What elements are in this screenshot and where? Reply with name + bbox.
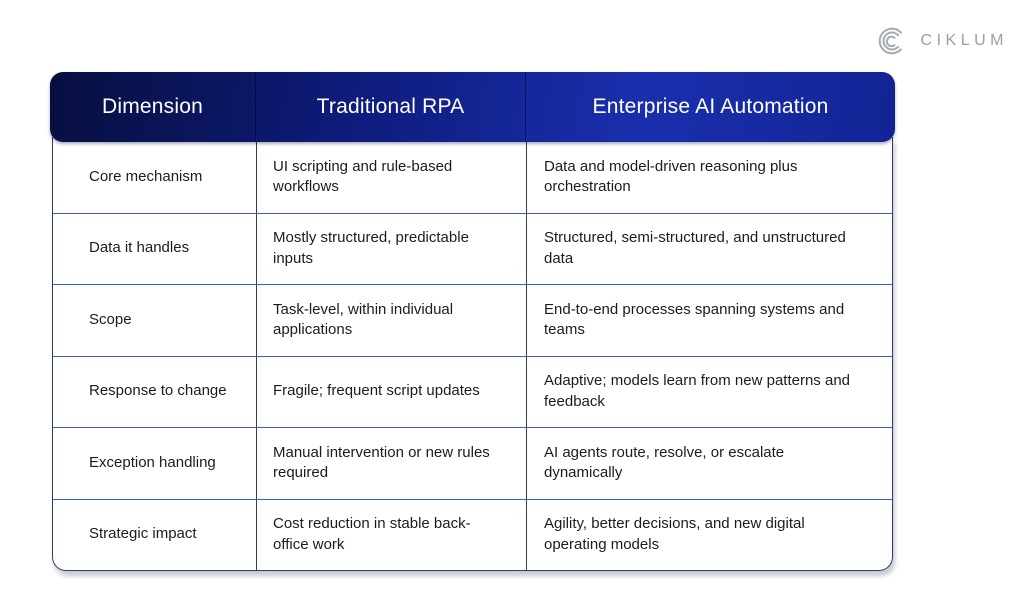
- cell-traditional-rpa: UI scripting and rule-based workflows: [256, 142, 526, 213]
- cell-enterprise-ai: Adaptive; models learn from new patterns…: [526, 356, 892, 427]
- table-body: Core mechanism UI scripting and rule-bas…: [52, 137, 893, 571]
- column-header-traditional-rpa: Traditional RPA: [255, 72, 525, 142]
- cell-traditional-rpa: Task-level, within individual applicatio…: [256, 285, 526, 356]
- cell-dimension: Core mechanism: [89, 167, 203, 185]
- column-header-dimension: Dimension: [101, 95, 203, 118]
- cell-traditional-rpa: Cost reduction in stable back-office wor…: [256, 499, 526, 570]
- cell-enterprise-ai: Structured, semi-structured, and unstruc…: [526, 213, 892, 284]
- brand-name: CIKLUM: [920, 32, 1008, 49]
- table-row: Response to change Fragile; frequent scr…: [53, 355, 892, 427]
- table-row: Data it handles Mostly structured, predi…: [53, 212, 892, 284]
- table-row: Strategic impact Cost reduction in stabl…: [53, 498, 892, 570]
- table-row: Core mechanism UI scripting and rule-bas…: [53, 142, 892, 213]
- table-row: Scope Task-level, within individual appl…: [53, 284, 892, 356]
- table-row: Exception handling Manual intervention o…: [53, 427, 892, 499]
- brand-logo: CIKLUM: [875, 24, 1008, 58]
- cell-dimension: Exception handling: [89, 453, 216, 471]
- table-header-row: Dimension Traditional RPA Enterprise AI …: [50, 72, 895, 142]
- comparison-table: Dimension Traditional RPA Enterprise AI …: [50, 72, 895, 571]
- cell-dimension: Scope: [89, 310, 132, 328]
- cell-dimension: Strategic impact: [89, 525, 197, 543]
- cell-dimension: Data it handles: [89, 239, 190, 257]
- cell-traditional-rpa: Mostly structured, predictable inputs: [256, 213, 526, 284]
- cell-enterprise-ai: End-to-end processes spanning systems an…: [526, 285, 892, 356]
- cell-enterprise-ai: Agility, better decisions, and new digit…: [526, 499, 892, 570]
- cell-traditional-rpa: Manual intervention or new rules require…: [256, 428, 526, 499]
- cell-traditional-rpa: Fragile; frequent script updates: [256, 356, 526, 427]
- cell-enterprise-ai: AI agents route, resolve, or escalate dy…: [526, 428, 892, 499]
- column-header-enterprise-ai-automation: Enterprise AI Automation: [525, 72, 895, 142]
- ciklum-concentric-c-icon: [875, 24, 909, 58]
- cell-dimension: Response to change: [89, 382, 227, 400]
- cell-enterprise-ai: Data and model-driven reasoning plus orc…: [526, 142, 892, 213]
